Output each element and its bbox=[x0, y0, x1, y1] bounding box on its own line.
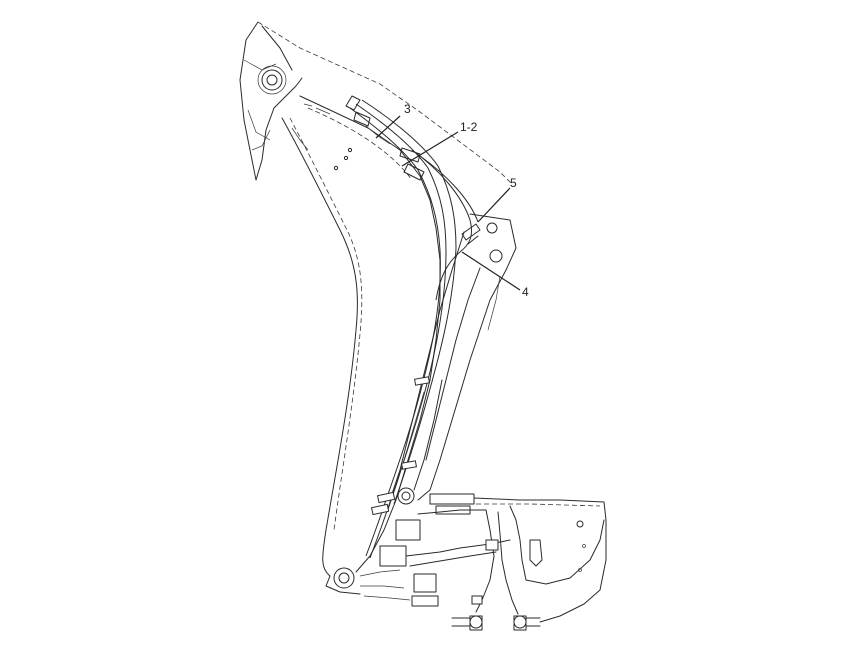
leader-5 bbox=[477, 187, 511, 223]
callout-3: 3 bbox=[404, 102, 411, 116]
leader-3 bbox=[375, 115, 401, 139]
stick-upper-end bbox=[239, 21, 513, 185]
callout-labels: 3 1-2 5 4 bbox=[404, 102, 529, 299]
callout-5: 5 bbox=[510, 176, 517, 190]
leader-4 bbox=[461, 251, 521, 291]
cylinder-base-pin bbox=[397, 487, 415, 505]
top-pin-boss bbox=[257, 65, 287, 95]
hose-clamps bbox=[370, 376, 430, 516]
callout-1-2: 1-2 bbox=[460, 120, 478, 134]
upper-fittings bbox=[291, 95, 425, 181]
callout-leaders bbox=[375, 115, 521, 291]
leader-1-2 bbox=[401, 131, 459, 167]
lower-valve-assembly bbox=[359, 509, 541, 631]
boom-foot-pin bbox=[325, 567, 361, 595]
mid-fitting bbox=[461, 223, 481, 245]
base-frame bbox=[429, 493, 607, 623]
callout-4: 4 bbox=[522, 285, 529, 299]
boom-cylinder bbox=[391, 213, 517, 501]
